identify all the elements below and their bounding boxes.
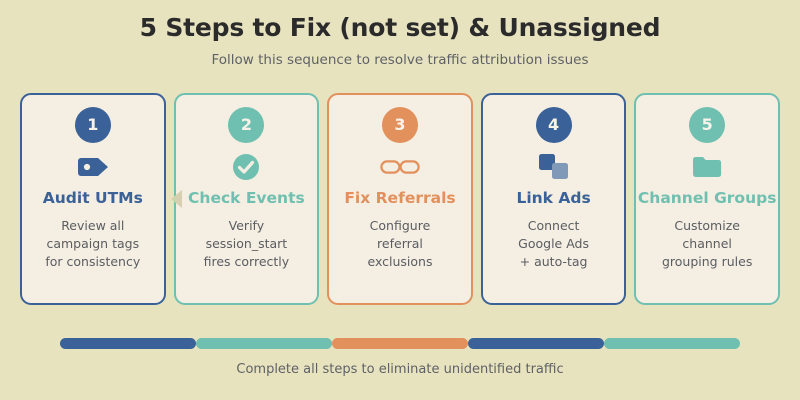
progress-segment-2 — [196, 338, 332, 349]
page-title: 5 Steps to Fix (not set) & Unassigned — [139, 13, 661, 42]
link-icon — [380, 152, 420, 182]
step-description: Connect Google Ads + auto-tag — [518, 218, 589, 270]
step-number-badge: 2 — [228, 107, 265, 143]
step-description: Customize channel grouping rules — [661, 218, 753, 270]
folder-icon — [692, 152, 722, 182]
step-description: Review all campaign tags for consistency — [45, 218, 141, 270]
tag-icon — [76, 152, 110, 182]
progress-segment-3 — [332, 338, 468, 349]
progress-segment-1 — [60, 338, 196, 349]
check-circle-icon — [232, 152, 260, 182]
step-description: Configure referral exclusions — [367, 218, 433, 270]
step-number-badge: 4 — [535, 107, 572, 143]
step-title: Link Ads — [516, 189, 591, 207]
step-number-badge: 5 — [689, 107, 726, 143]
step-number-badge: 3 — [381, 107, 418, 143]
header: 5 Steps to Fix (not set) & Unassigned Fo… — [0, 0, 800, 68]
step-title: Fix Referrals — [344, 189, 456, 207]
progress-bar — [60, 338, 740, 349]
step-title: Audit UTMs — [42, 189, 143, 207]
footer-note: Complete all steps to eliminate unidenti… — [236, 362, 564, 377]
page-subtitle: Follow this sequence to resolve traffic … — [211, 51, 589, 68]
progress-segment-5 — [604, 338, 740, 349]
progress-segment-4 — [468, 338, 604, 349]
step-flow-arrow-icon — [171, 190, 182, 208]
step-title: Channel Groups — [637, 189, 777, 207]
step-description: Verify session_start fires correctly — [203, 218, 290, 270]
step-title: Check Events — [188, 189, 305, 207]
squares-icon — [538, 152, 570, 182]
step-number-badge: 1 — [74, 107, 111, 143]
